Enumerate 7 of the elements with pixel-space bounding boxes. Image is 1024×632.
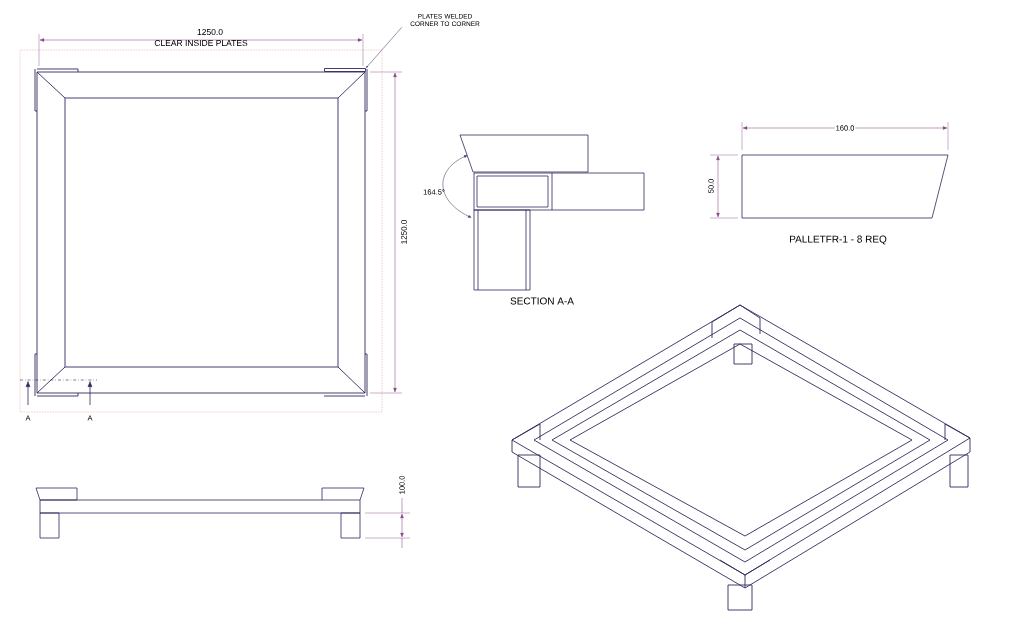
view-title: SECTION A-A: [510, 297, 574, 305]
dimension-text: 1250.0: [196, 28, 224, 36]
dimension-text: CLEAR INSIDE PLATES: [154, 40, 248, 46]
corner-plate: [324, 68, 366, 72]
part-label: PALLETFR-1 - 8 REQ: [790, 235, 887, 245]
dimension-text: 1250.0: [401, 220, 407, 244]
leader-line: [366, 27, 403, 68]
